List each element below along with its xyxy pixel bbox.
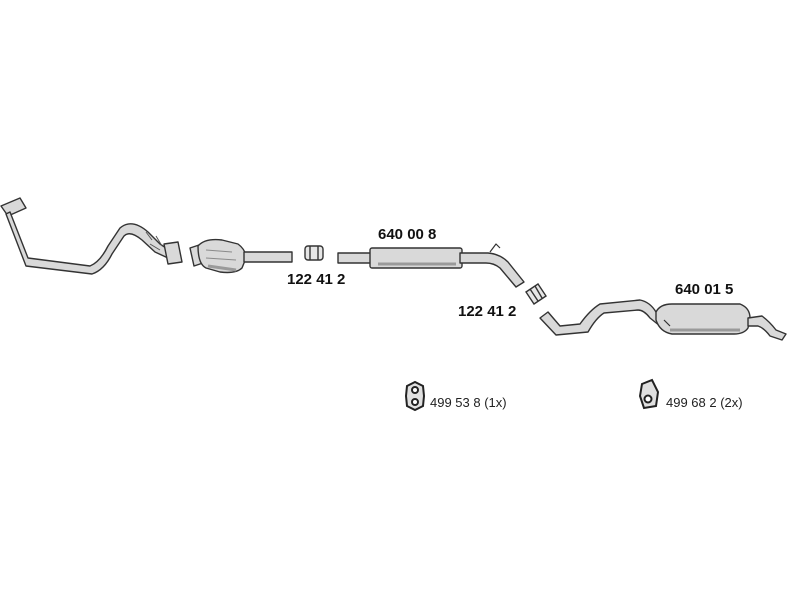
front-pipe-end-flange	[163, 241, 183, 265]
front-pipe	[0, 197, 183, 275]
rubber-mount-icon	[404, 380, 426, 412]
middle-silencer-inlet	[337, 252, 373, 264]
front-pipe-body	[5, 211, 173, 275]
middle-silencer	[337, 243, 525, 288]
rear-silencer-body	[655, 303, 751, 335]
rubber-mount-2-label: 499 68 2 (2x)	[666, 395, 743, 410]
clamp-1	[304, 245, 324, 261]
rubber-mount-1-label: 499 53 8 (1x)	[430, 395, 507, 410]
hanger-icon	[638, 378, 660, 410]
rear-silencer-inlet-pipe	[539, 299, 665, 336]
front-pipe-flange	[0, 197, 27, 217]
catalytic-converter-body	[197, 238, 247, 274]
middle-silencer-outlet	[459, 252, 525, 288]
middle-silencer-part-number: 640 00 8	[378, 226, 437, 243]
rear-silencer-tailpipe	[747, 315, 787, 341]
clamp-1-part-number: 122 41 2	[287, 271, 346, 288]
rear-silencer-part-number: 640 01 5	[675, 281, 734, 298]
rear-silencer	[539, 299, 787, 341]
catalytic-converter	[189, 238, 293, 274]
clamp-2	[525, 283, 547, 305]
catalytic-converter-outlet	[243, 251, 293, 263]
clamp-2-part-number: 122 41 2	[458, 303, 517, 320]
